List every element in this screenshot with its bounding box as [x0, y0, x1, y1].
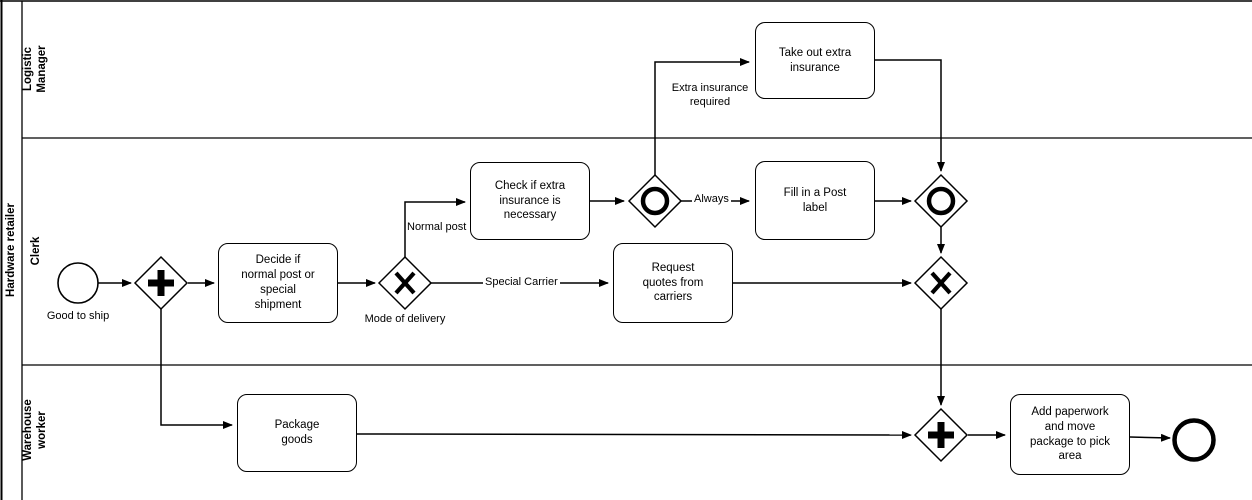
exclusive-gateway-icon [930, 271, 952, 295]
inclusive-gateway-icon [640, 186, 670, 216]
inclusive-join-gateway[interactable] [913, 173, 969, 229]
task-decide-shipment[interactable]: Decide if normal post or special shipmen… [218, 243, 338, 323]
task-label: Check if extra insurance is necessary [494, 179, 566, 222]
lane-label-text: Logistic Manager [22, 45, 48, 93]
task-label: Fill in a Post label [783, 186, 847, 214]
task-request-quotes[interactable]: Request quotes from carriers [613, 243, 733, 323]
parallel-join-gateway[interactable] [913, 407, 969, 463]
lane-label-text: Warehouse worker [22, 399, 48, 461]
lane-label-clerk: Clerk [23, 216, 51, 286]
flow-label-normal-post: Normal post [407, 221, 467, 233]
task-label: Package goods [274, 419, 320, 446]
inclusive-split-gateway[interactable] [627, 173, 683, 229]
flow-extra-insurance-required [654, 58, 750, 175]
lane-label-text: Clerk [30, 236, 43, 266]
flow-label-special-carrier: Special Carrier [483, 276, 560, 290]
flow-normal-post [404, 198, 466, 258]
task-label: Decide if normal post or special shipmen… [241, 254, 315, 311]
parallel-split-gateway[interactable] [133, 255, 189, 311]
start-event-label: Good to ship [46, 310, 110, 322]
exclusive-gateway-icon [394, 271, 416, 295]
mode-of-delivery-gateway[interactable] [377, 255, 433, 311]
task-add-paperwork[interactable]: Add paperwork and move package to pick a… [1010, 394, 1130, 475]
inclusive-gateway-icon [926, 186, 956, 216]
parallel-gateway-icon [148, 270, 174, 296]
flow-paperwork-to-end [1129, 433, 1171, 442]
flow-package-to-parallel-join [356, 430, 912, 439]
task-package-goods[interactable]: Package goods [237, 394, 357, 472]
lane-label-warehouse-worker: Warehouse worker [22, 395, 50, 465]
flow-parallel-split-to-package [160, 309, 233, 429]
start-event[interactable] [57, 262, 99, 304]
mode-of-delivery-label: Mode of delivery [364, 313, 446, 325]
task-label: Take out extra insurance [778, 46, 852, 74]
task-fill-post-label[interactable]: Fill in a Post label [755, 161, 875, 240]
flow-label-always: Always [692, 193, 731, 207]
pool-label: Hardware retailer [2, 150, 22, 350]
lane-label-logistic-manager: Logistic Manager [22, 34, 50, 104]
task-label: Add paperwork and move package to pick a… [1030, 405, 1110, 463]
pool-label-text: Hardware retailer [5, 203, 18, 297]
task-label: Request quotes from carriers [642, 261, 704, 304]
flow-label-extra-insurance-required: Extra insurance required [671, 82, 749, 108]
exclusive-join-gateway[interactable] [913, 255, 969, 311]
parallel-gateway-icon [928, 422, 954, 448]
flow-takeout-to-inclusive-join [875, 59, 945, 172]
end-event[interactable] [1172, 418, 1216, 462]
task-take-out-extra-insurance[interactable]: Take out extra insurance [755, 22, 875, 99]
task-check-extra-insurance[interactable]: Check if extra insurance is necessary [470, 162, 590, 240]
